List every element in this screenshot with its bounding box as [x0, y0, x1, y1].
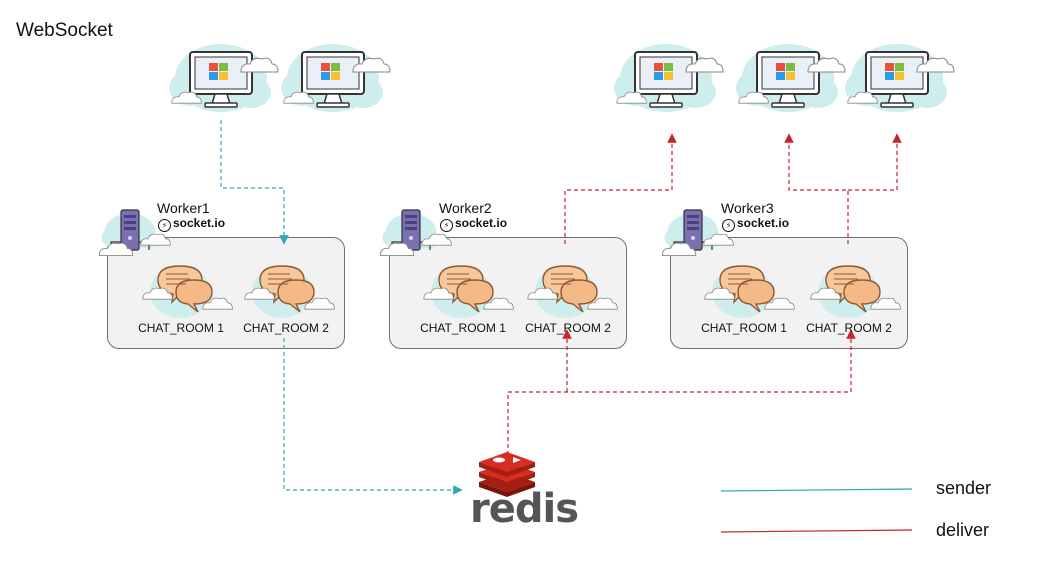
legend-sender-label: sender: [936, 478, 992, 498]
worker-1-name: Worker1: [157, 200, 210, 216]
worker-3-room-2-label: CHAT_ROOM 2: [806, 321, 892, 335]
redis-logo-icon: [479, 452, 535, 497]
worker-2-room-1-label: CHAT_ROOM 1: [420, 321, 506, 335]
client-monitor-icon: [614, 44, 723, 112]
client-monitor-icon: [736, 44, 845, 112]
worker-2-room-2-label: CHAT_ROOM 2: [525, 321, 611, 335]
chat-bubbles-icon: [424, 266, 514, 318]
client-monitor-icon: [281, 44, 390, 112]
worker-3-name: Worker3: [721, 200, 774, 216]
sender-path-client-to-worker1: [220, 120, 289, 245]
worker-3-room-1-label: CHAT_ROOM 1: [701, 321, 787, 335]
worker-2-name: Worker2: [439, 200, 492, 216]
chat-bubbles-icon: [528, 266, 618, 318]
worker-1-socketio-badge: ⚡socket.io: [158, 216, 225, 232]
chat-bubbles-icon: [245, 266, 335, 318]
deliver-path-worker3-to-client-a: [784, 133, 849, 244]
worker-2-socketio-badge: ⚡socket.io: [440, 216, 507, 232]
page-title: WebSocket: [16, 20, 113, 41]
chat-bubbles-icon: [811, 266, 901, 318]
socketio-logo-icon: ⚡: [722, 219, 735, 232]
client-monitor-icon: [845, 44, 954, 112]
redis-label: redis: [470, 486, 579, 532]
deliver-path-redis-to-worker3: [507, 329, 856, 455]
client-monitor-icon: [169, 44, 278, 112]
legend-sender-line: [720, 488, 913, 492]
legend-deliver-label: deliver: [936, 520, 990, 540]
deliver-path-worker2-to-client: [564, 133, 677, 244]
deliver-path-worker3-to-client-b: [848, 133, 902, 191]
socketio-logo-icon: ⚡: [440, 219, 453, 232]
sender-path-worker1-to-redis: [283, 338, 463, 495]
chat-bubbles-icon: [705, 266, 795, 318]
worker-1-room-2-label: CHAT_ROOM 2: [243, 321, 329, 335]
legend-deliver-line: [720, 529, 913, 533]
socketio-logo-icon: ⚡: [158, 219, 171, 232]
worker-3-socketio-badge: ⚡socket.io: [722, 216, 789, 232]
worker-1-room-1-label: CHAT_ROOM 1: [138, 321, 224, 335]
chat-bubbles-icon: [143, 266, 233, 318]
